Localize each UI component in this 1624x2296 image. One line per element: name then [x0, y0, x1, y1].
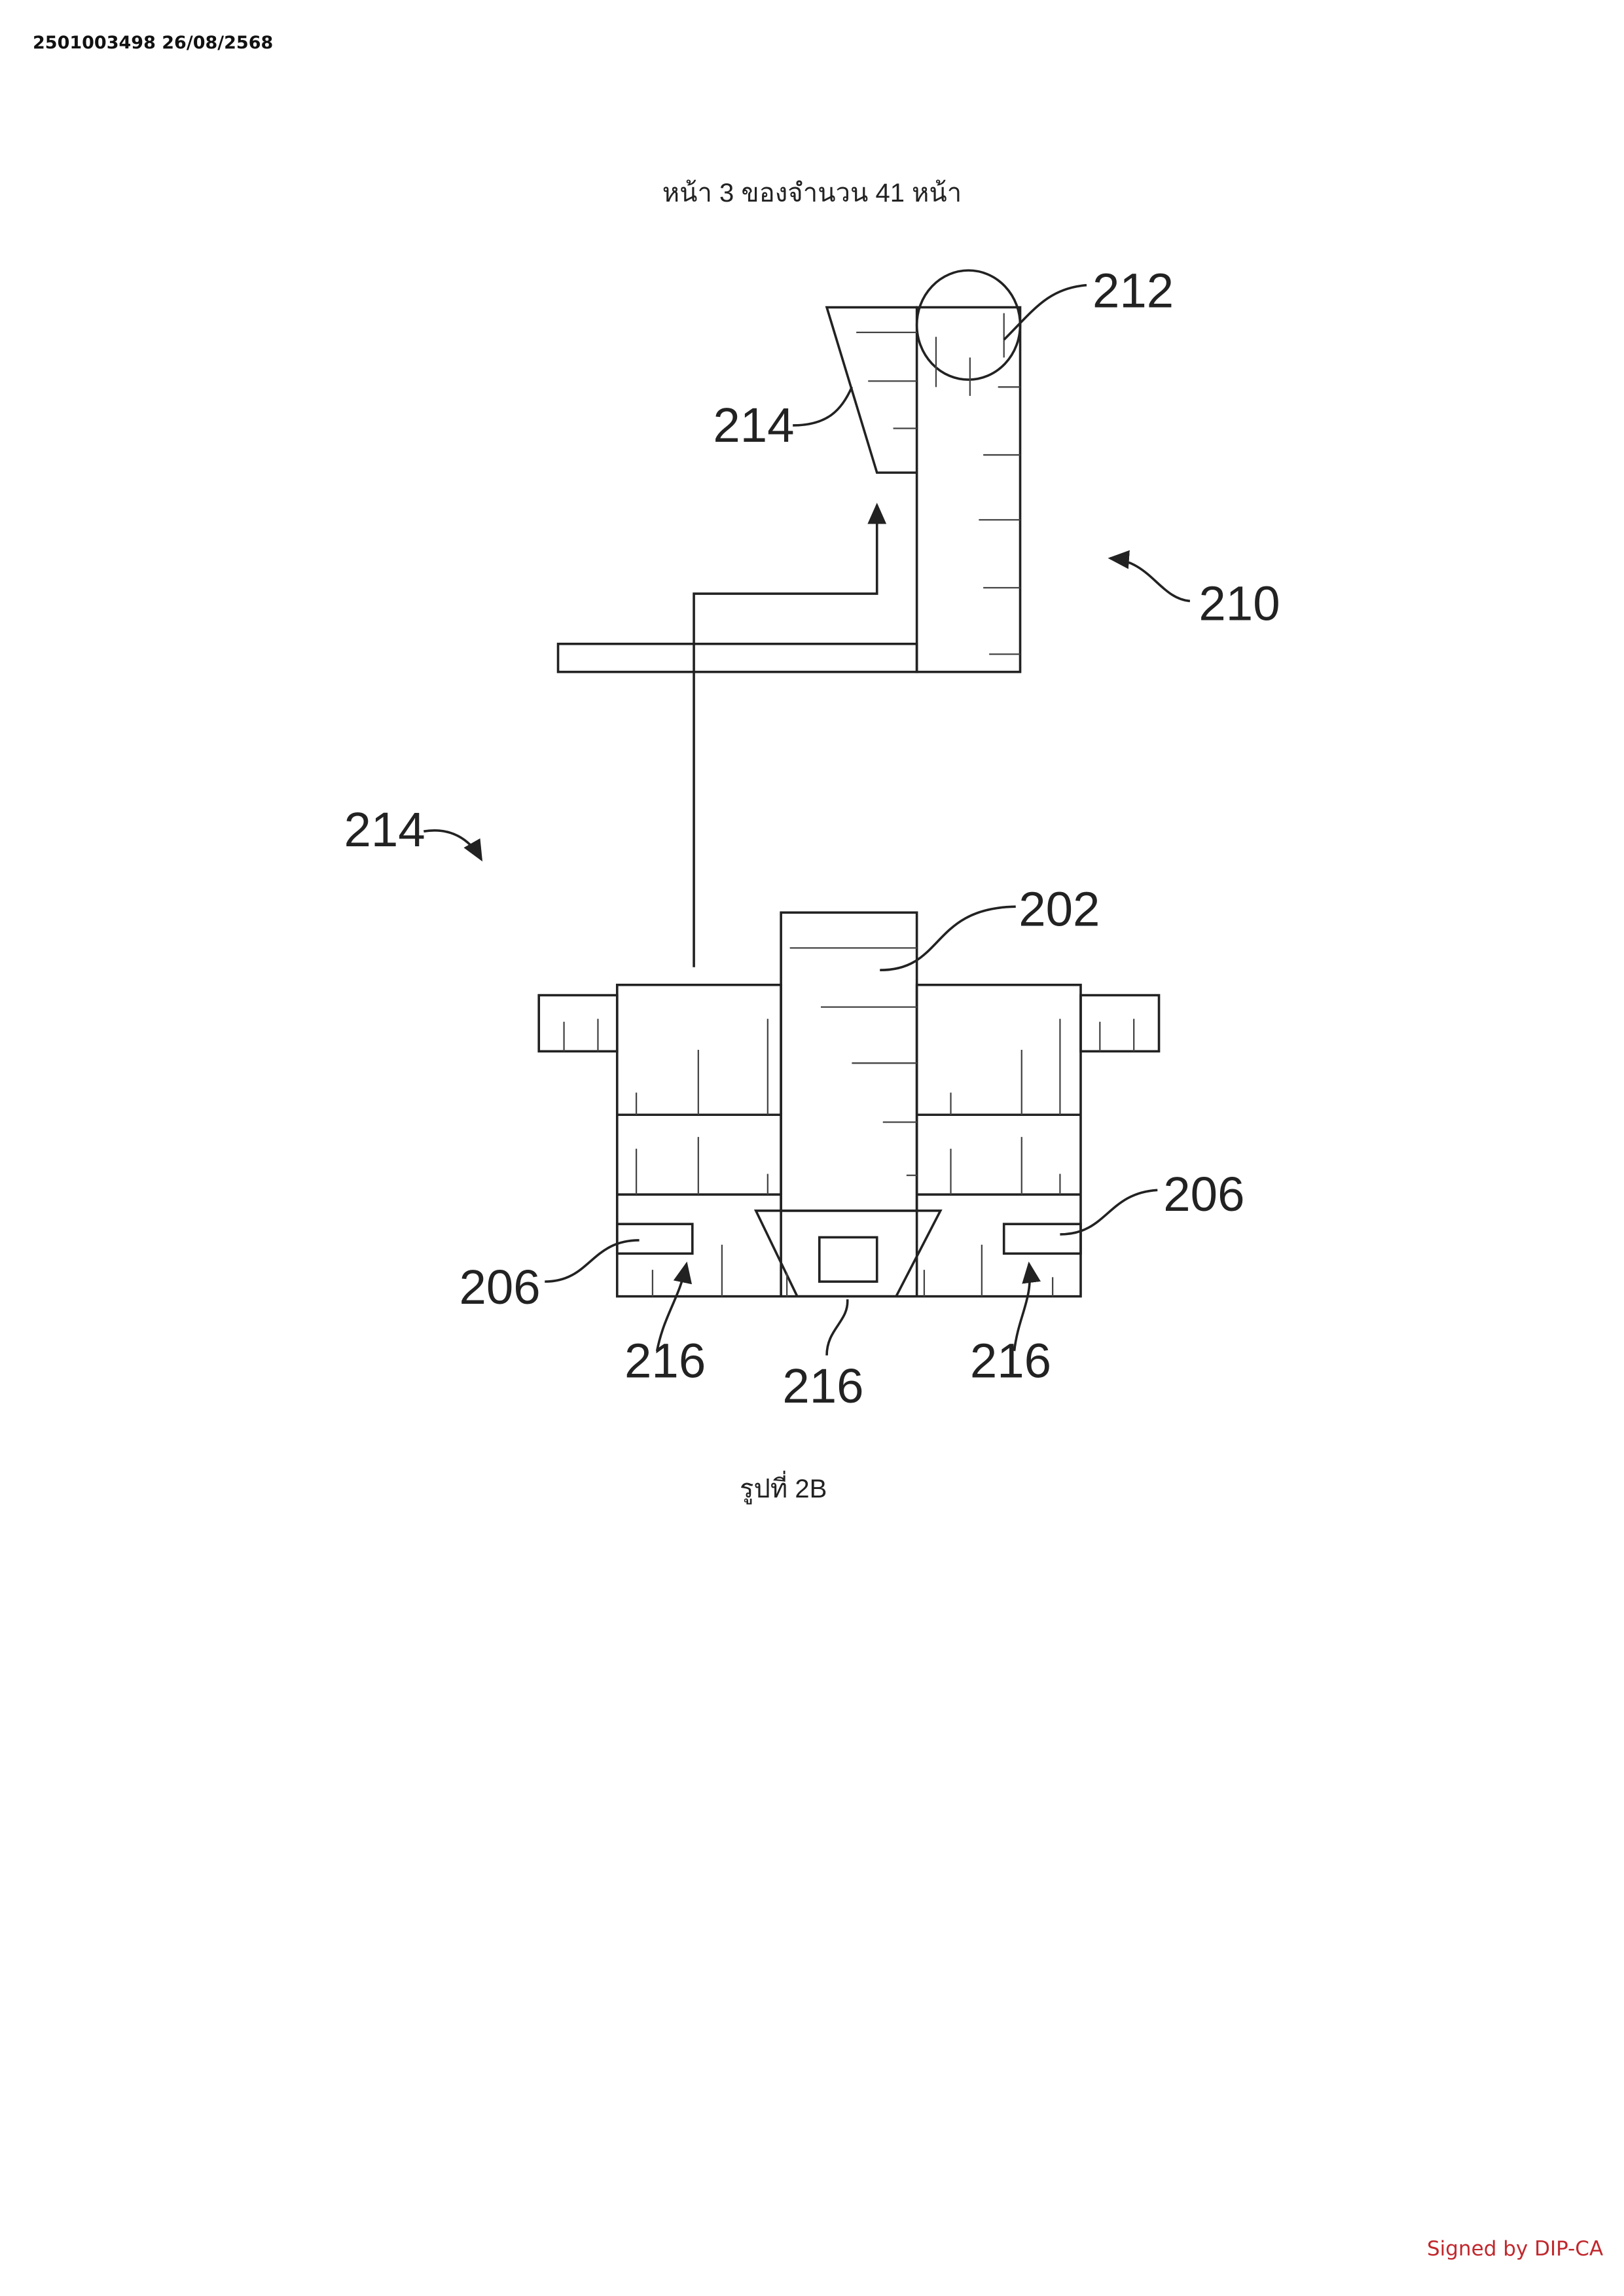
document-id-header: 2501003498 26/08/2568	[33, 33, 274, 53]
left-tab	[537, 994, 619, 1053]
label-206-right: 206	[1163, 1167, 1244, 1221]
label-216-right: 216	[970, 1334, 1051, 1388]
roller-212	[915, 269, 1022, 381]
center-window	[818, 1236, 878, 1283]
leader-212	[1003, 283, 1087, 341]
wedge-214	[825, 306, 917, 474]
right-tab	[1079, 994, 1161, 1053]
label-214-top: 214	[713, 398, 794, 452]
label-214-left: 214	[344, 802, 425, 857]
arrow-210	[1108, 550, 1191, 603]
assembly-210	[556, 269, 1022, 967]
leader-214-top	[793, 386, 854, 427]
label-206-left: 206	[459, 1260, 540, 1314]
label-216-left: 216	[624, 1334, 706, 1388]
motion-arrow	[693, 503, 887, 967]
slot-206-left	[615, 1223, 694, 1255]
center-wedge	[753, 1210, 943, 1298]
label-202: 202	[1019, 882, 1100, 937]
assembly-202	[537, 905, 1161, 1355]
slot-206-right	[1002, 1223, 1082, 1255]
page-number-title: หน้า 3 ของจำนวน 41 หน้า	[662, 179, 962, 207]
digital-signature-note: Signed by DIP-CA	[1427, 2237, 1604, 2261]
figure-caption: รูปที่ 2B	[740, 1475, 827, 1503]
label-210: 210	[1199, 577, 1280, 631]
label-216-center: 216	[782, 1359, 863, 1413]
label-212: 212	[1092, 264, 1174, 318]
arrow-214-left	[424, 829, 483, 862]
center-column-202	[780, 911, 918, 1212]
horizontal-arm	[556, 642, 918, 673]
vertical-column	[915, 306, 1022, 673]
